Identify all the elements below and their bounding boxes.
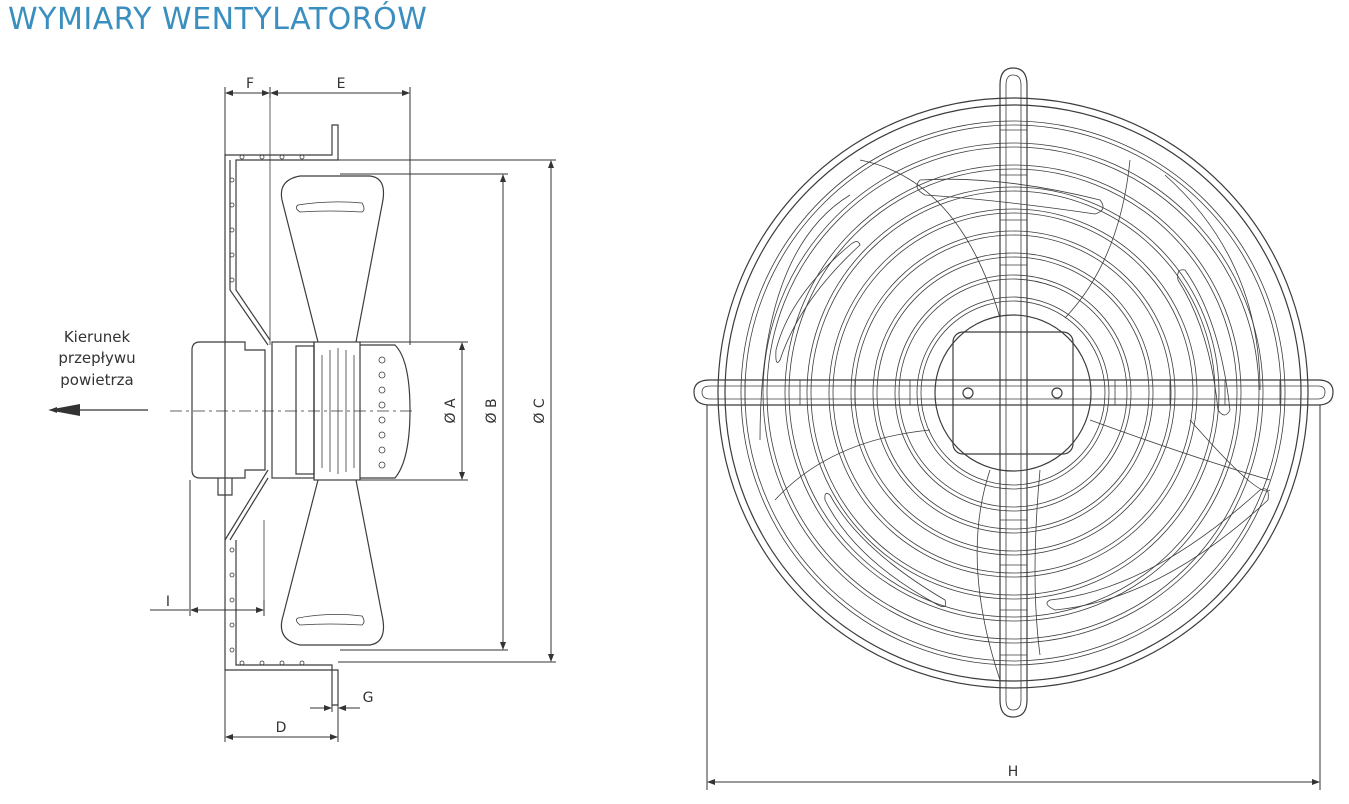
flange-dots bbox=[229, 154, 305, 666]
airflow-label-line1: Kierunek bbox=[64, 328, 131, 346]
dim-label-f: F bbox=[246, 76, 254, 92]
dim-label-c: Ø C bbox=[532, 398, 548, 423]
dim-label-e: E bbox=[337, 76, 346, 92]
airflow-label-line2: przepływu bbox=[58, 349, 135, 367]
dim-label-a: Ø A bbox=[443, 398, 459, 423]
dim-label-i: I bbox=[166, 594, 170, 610]
page-title: WYMIARY WENTYLATORÓW bbox=[8, 2, 428, 37]
dimension-lines bbox=[150, 87, 556, 742]
dim-label-g: G bbox=[363, 690, 374, 706]
dimension-h bbox=[706, 405, 1321, 790]
airflow-label-line3: powietrza bbox=[60, 371, 133, 389]
front-view bbox=[693, 67, 1334, 718]
dim-label-d: D bbox=[276, 720, 287, 736]
dim-label-b: Ø B bbox=[484, 398, 500, 423]
side-view bbox=[48, 92, 412, 706]
dim-label-h: H bbox=[1008, 764, 1019, 780]
